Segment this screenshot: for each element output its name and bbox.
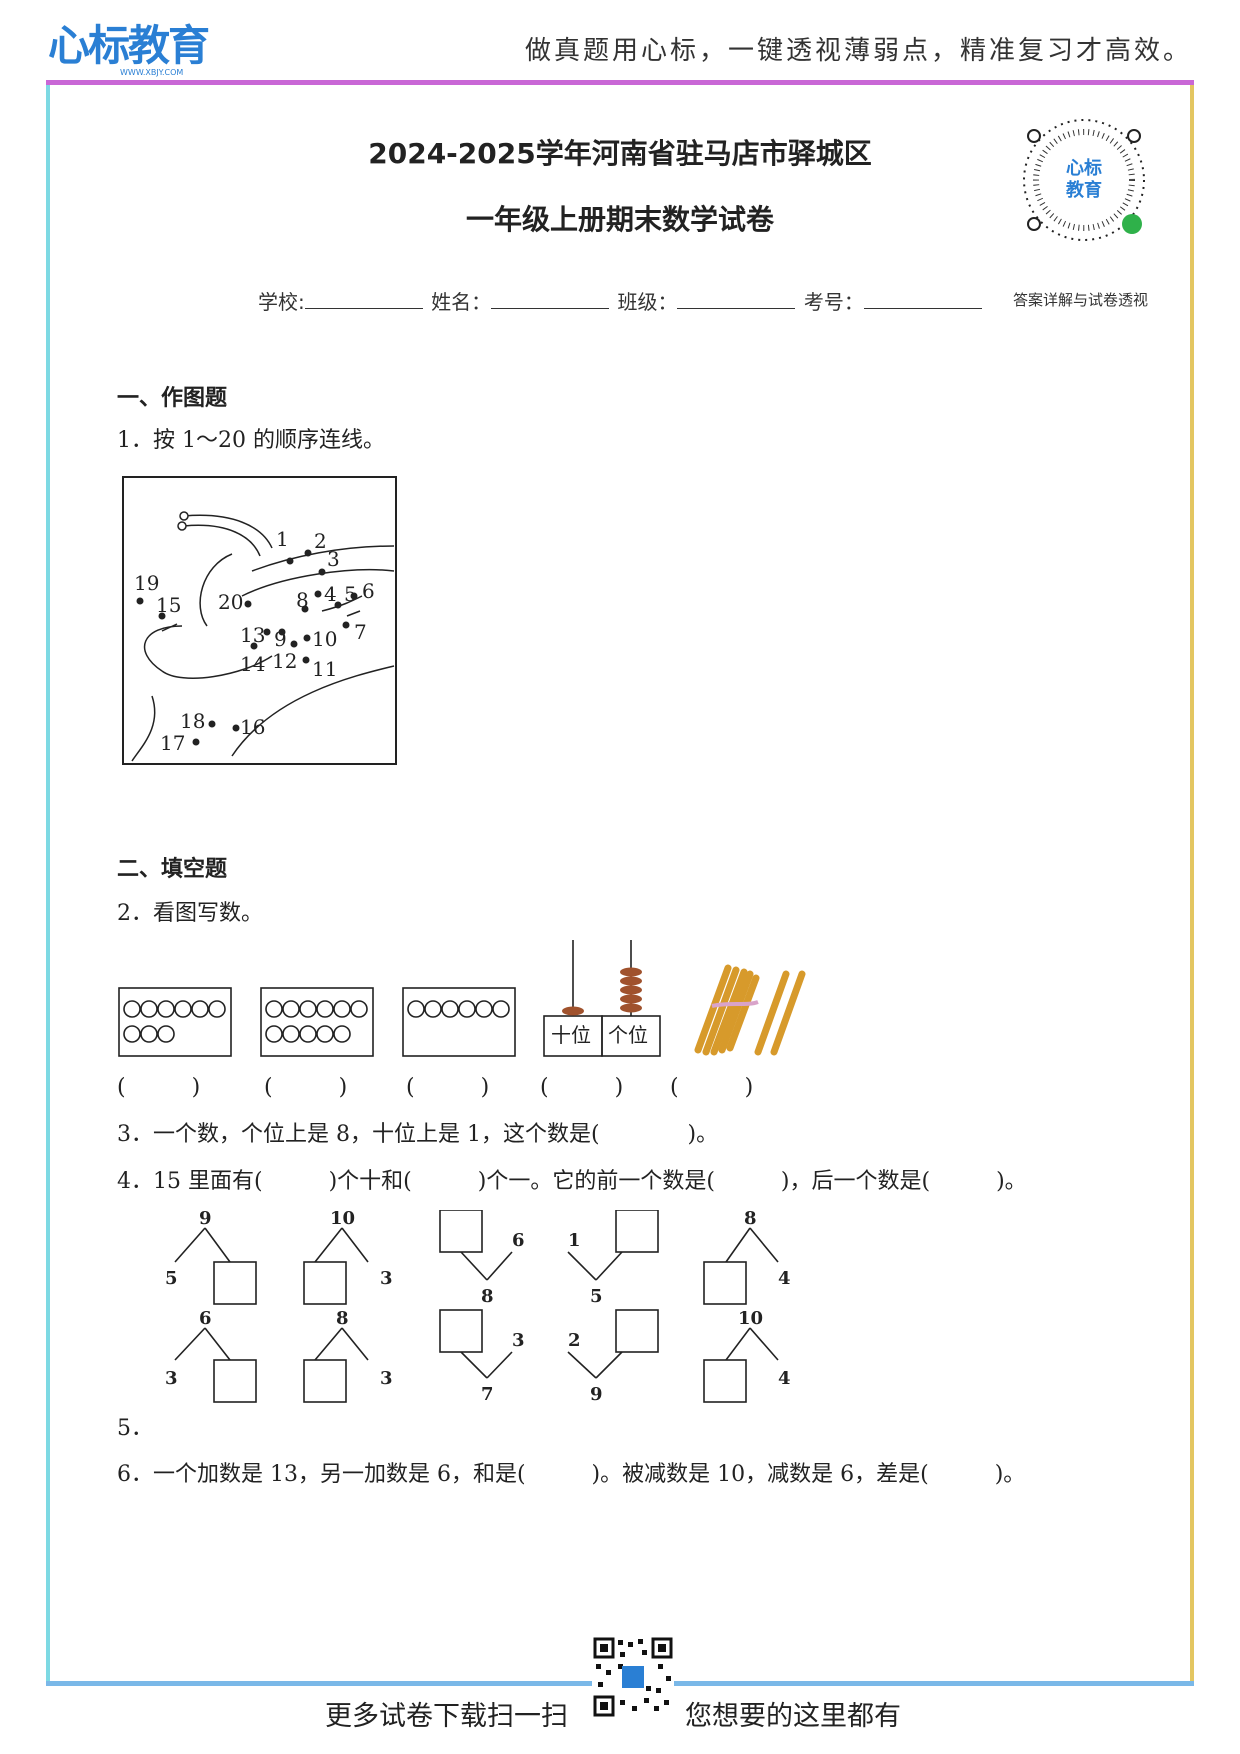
student-info-line: 学校: 姓名： 班级： 考号： xyxy=(258,286,984,315)
split-top: 10 xyxy=(738,1308,763,1329)
split-left: 5 xyxy=(165,1268,178,1289)
section2-heading: 二、填空题 xyxy=(117,857,228,882)
dot-label: 19 xyxy=(134,571,159,595)
dot-label: 4 xyxy=(324,582,337,606)
dot-label: 10 xyxy=(312,627,337,651)
split-left: 2 xyxy=(568,1330,581,1351)
split-top: 6 xyxy=(199,1308,212,1329)
answer-link[interactable]: 答案详解与试卷透视 xyxy=(1013,291,1149,309)
footer-left-text: 更多试卷下载扫一扫 xyxy=(325,1701,568,1732)
dot-label: 8 xyxy=(296,588,309,612)
answer-blank[interactable]: ( ) xyxy=(264,1075,348,1100)
abacus-ones-label: 个位 xyxy=(608,1023,648,1047)
logo-url: WWW.XBJY.COM xyxy=(120,68,184,77)
split-right: 6 xyxy=(512,1230,525,1251)
slogan: 做真题用心标，一键透视薄弱点，精准复习才高效。 xyxy=(524,36,1192,66)
answer-blank[interactable]: ( ) xyxy=(117,1075,201,1100)
split-right: 4 xyxy=(778,1368,791,1389)
question-3: 3．一个数，个位上是 8，十位上是 1，这个数是( )。 xyxy=(117,1122,719,1147)
qr-code-icon[interactable]: 心标 教育 xyxy=(1020,116,1148,244)
section1-heading: 一、作图题 xyxy=(117,386,228,411)
dot-to-dot-figure: 1 2 3 4 5 6 7 8 9 10 11 12 13 14 15 16 1… xyxy=(122,476,398,766)
answer-blank[interactable]: ( ) xyxy=(540,1075,624,1100)
question-6: 6．一个加数是 13，另一加数是 6，和是( )。被减数是 10，减数是 6，差… xyxy=(117,1462,1026,1487)
split-right: 4 xyxy=(778,1268,791,1289)
dot-label: 15 xyxy=(156,593,181,617)
class-label: 班级： xyxy=(617,290,678,314)
dot-label: 6 xyxy=(362,579,375,603)
split-left: 1 xyxy=(568,1230,581,1251)
split-right: 3 xyxy=(380,1268,393,1289)
right-border xyxy=(1190,85,1194,1681)
dot-label: 3 xyxy=(327,547,340,571)
split-bottom: 7 xyxy=(481,1384,494,1405)
count-pictures: 十位 个位 xyxy=(118,940,808,1065)
dot-label: 1 xyxy=(276,527,289,551)
dot-label: 2 xyxy=(314,529,327,553)
dot-label: 16 xyxy=(240,715,265,739)
dot-label: 9 xyxy=(274,627,287,651)
split-left: 3 xyxy=(165,1368,178,1389)
footer-qr-code-icon[interactable] xyxy=(592,1636,674,1722)
exam-title-line1: 2024-2025学年河南省驻马店市驿城区 xyxy=(368,137,872,170)
abacus-tens-label: 十位 xyxy=(551,1023,591,1047)
dot-label: 7 xyxy=(354,620,367,644)
split-top: 10 xyxy=(330,1210,355,1229)
number-splits: 9 5 10 3 6 8 1 5 8 4 6 3 8 3 3 7 2 9 10 … xyxy=(150,1208,810,1420)
school-label: 学校: xyxy=(258,290,305,314)
svg-text:教育: 教育 xyxy=(1066,179,1102,201)
exam-title-line2: 一年级上册期末数学试卷 xyxy=(465,203,774,236)
class-field[interactable] xyxy=(677,290,796,309)
dot-label: 14 xyxy=(240,652,265,676)
split-right: 3 xyxy=(512,1330,525,1351)
dot-label: 17 xyxy=(160,731,185,755)
question-2: 2．看图写数。 xyxy=(117,901,263,926)
logo: 心标教育 WWW.XBJY.COM xyxy=(48,21,210,80)
dot-label: 20 xyxy=(218,590,243,614)
name-field[interactable] xyxy=(491,290,610,309)
left-border xyxy=(46,85,50,1681)
exam-no-label: 考号： xyxy=(803,290,864,314)
top-border xyxy=(46,80,1194,85)
answer-blank[interactable]: ( ) xyxy=(670,1075,754,1100)
name-label: 姓名： xyxy=(431,290,492,314)
split-top: 8 xyxy=(336,1308,349,1329)
split-bottom: 9 xyxy=(590,1384,603,1405)
footer-right-text: 您想要的这里都有 xyxy=(685,1701,901,1732)
logo-text: 心标教育 xyxy=(48,21,210,70)
dot-label: 12 xyxy=(272,649,297,673)
dot-label: 5 xyxy=(344,582,357,606)
split-top: 8 xyxy=(744,1210,757,1229)
split-top: 9 xyxy=(199,1210,212,1229)
question-5-label: 5． xyxy=(117,1416,153,1441)
dot-label: 11 xyxy=(312,657,337,681)
split-right: 3 xyxy=(380,1368,393,1389)
question-1: 1．按 1～20 的顺序连线。 xyxy=(117,428,385,453)
answer-blank[interactable]: ( ) xyxy=(406,1075,490,1100)
svg-text:心标: 心标 xyxy=(1066,157,1102,179)
dot-label: 18 xyxy=(180,709,205,733)
split-bottom: 8 xyxy=(481,1286,494,1307)
exam-no-field[interactable] xyxy=(863,290,982,309)
school-field[interactable] xyxy=(304,290,423,309)
question-4: 4．15 里面有( )个十和( )个一。它的前一个数是( )，后一个数是( )。 xyxy=(117,1169,1027,1194)
split-bottom: 5 xyxy=(590,1286,603,1307)
